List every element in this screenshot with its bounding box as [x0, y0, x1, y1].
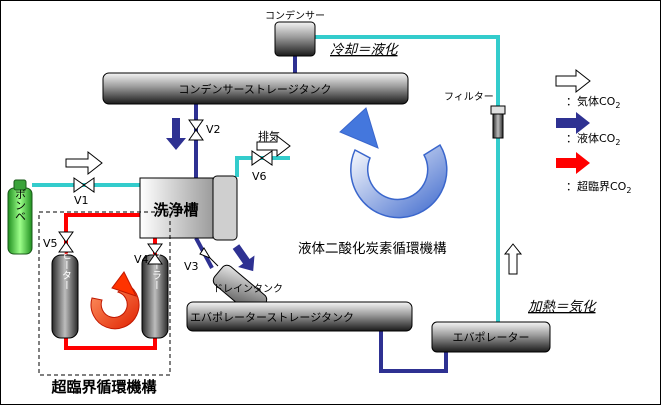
- valve-v4-top: [147, 243, 163, 255]
- pipe-condenser-filter: [315, 35, 500, 108]
- valve-v5-bottom: [58, 241, 74, 253]
- evaporator: [431, 321, 551, 353]
- valve-v2-label: V2: [206, 123, 221, 136]
- filter: [492, 113, 504, 139]
- valve-v6-right: [261, 150, 273, 166]
- valve-v6-left: [251, 150, 263, 166]
- liquid-flow-arrow-diag-icon: [232, 244, 255, 272]
- evaporator-tank-label: エバポレーターストレージタンク: [190, 311, 354, 324]
- valve-v3-a: [199, 247, 212, 260]
- valve-v4-bottom: [147, 253, 163, 265]
- legend-gas-text: ：気体CO2: [566, 94, 620, 110]
- heater-label: ヒーター: [60, 250, 72, 290]
- legend: ：気体CO2 ：液体CO2 ：超臨界CO2: [555, 68, 631, 195]
- valve-v1-right: [83, 177, 95, 193]
- liquid-flow-arrow-down-icon: [166, 118, 186, 150]
- liquid-cycle-arrow-icon: [339, 107, 448, 219]
- valve-v5-label: V5: [43, 237, 58, 250]
- legend-liquid-text: ：液体CO2: [566, 131, 620, 147]
- wash-tank: [139, 177, 214, 239]
- supercritical-title: 超臨界循環機構: [50, 378, 156, 396]
- valve-v1-label: V1: [74, 194, 89, 207]
- valve-v4-label: V4: [134, 253, 149, 266]
- valve-v2-bottom: [188, 129, 204, 141]
- exhaust-arrow-icon: [256, 134, 291, 158]
- pipe-tank-evaporator: [379, 330, 448, 373]
- valve-v3-label: V3: [184, 260, 199, 273]
- cooler-label: クーラー: [150, 250, 161, 290]
- gas-flow-arrow-icon: [65, 150, 103, 176]
- evaporator-label: エバポレーター: [453, 331, 530, 344]
- legend-supercritical-text: ：超臨界CO2: [566, 179, 631, 195]
- condenser-storage-tank: [102, 72, 409, 105]
- heater: [51, 254, 79, 339]
- process-cool-label: 冷却＝液化: [330, 42, 399, 58]
- process-heat-label: 加熱＝気化: [528, 299, 597, 315]
- legend-supercritical-icon: [556, 152, 590, 174]
- gas-cylinder-valve: [13, 179, 27, 191]
- cylinder-label: ボンベ: [14, 188, 27, 221]
- legend-gas-icon: [555, 68, 591, 94]
- supercritical-box: [38, 211, 171, 376]
- filter-cap: [490, 105, 506, 115]
- condenser: [274, 21, 316, 57]
- exhaust-label: 排気: [258, 129, 280, 143]
- valves: [58, 119, 273, 267]
- drain-tank-label: ドレインタンク: [213, 283, 283, 295]
- wash-tank-label: 洗浄槽: [153, 201, 198, 219]
- filter-label: フィルター: [444, 91, 494, 103]
- valve-v6-label: V6: [252, 170, 267, 183]
- valve-v3-b: [209, 257, 219, 267]
- gas-up-arrow-icon: [503, 243, 523, 275]
- supercritical-cycle-arrow-icon: [90, 271, 140, 330]
- wash-tank-lid: [212, 175, 238, 241]
- condenser-tank-label: コンデンサーストレージタンク: [178, 82, 331, 96]
- evaporator-storage-tank: [186, 301, 413, 332]
- valve-v5-top: [58, 231, 74, 243]
- valve-v2-top: [188, 119, 204, 131]
- valve-v1-left: [73, 177, 85, 193]
- condenser-label: コンデンサー: [265, 9, 325, 22]
- main-title: 液体二酸化炭素循環機構: [298, 241, 447, 257]
- legend-liquid-icon: [556, 112, 590, 134]
